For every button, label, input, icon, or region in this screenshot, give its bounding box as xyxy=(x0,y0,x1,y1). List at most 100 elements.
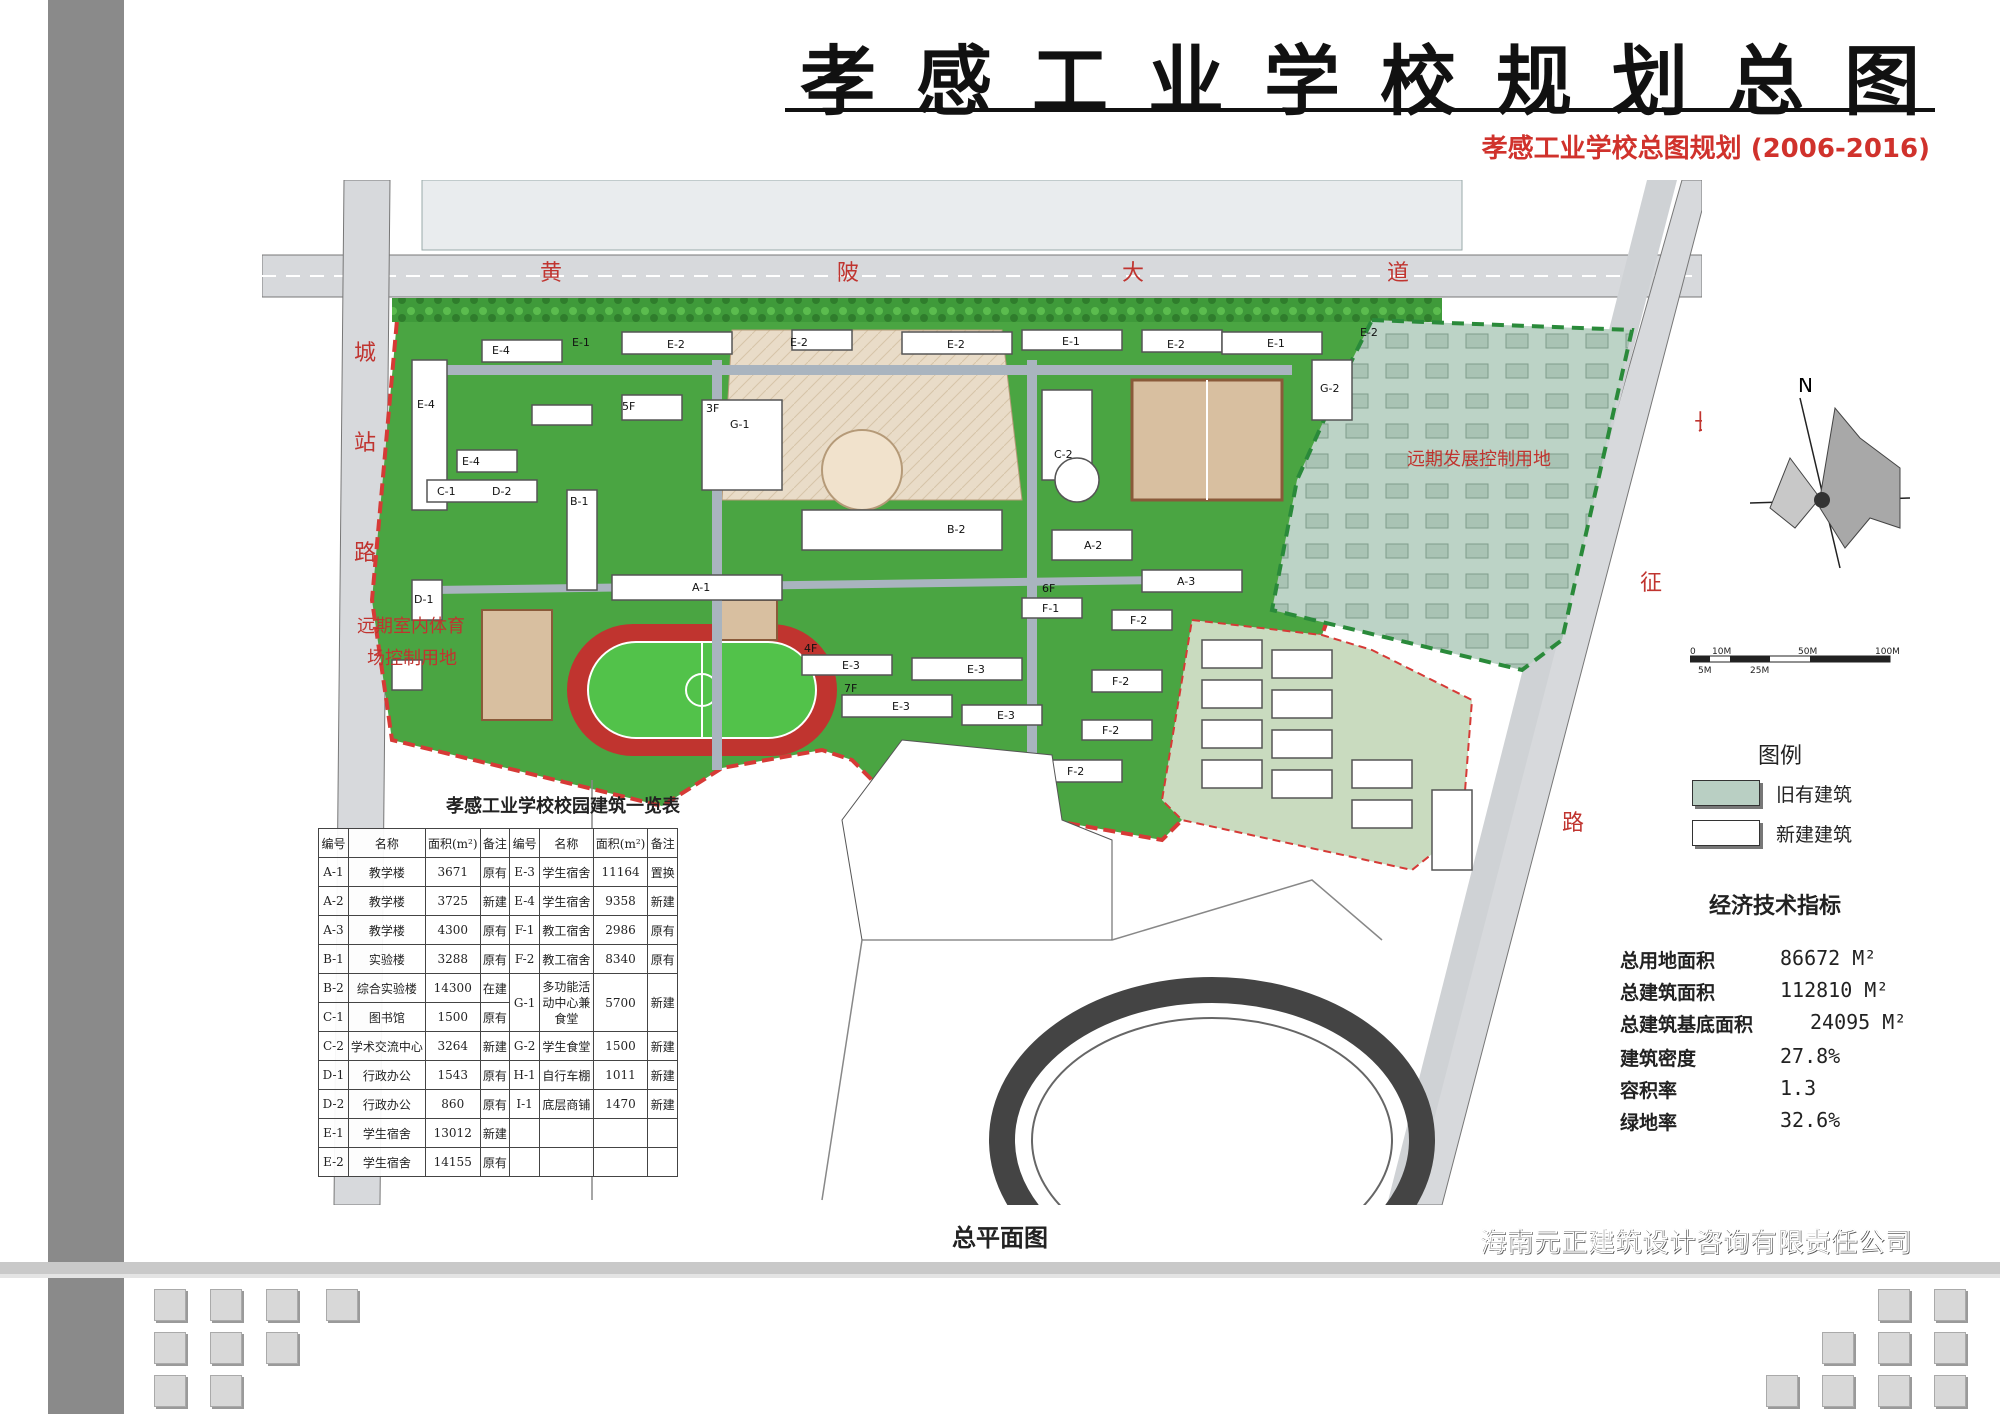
table-cell: E-1 xyxy=(318,1118,349,1148)
legend-swatch-old xyxy=(1692,780,1760,806)
table-cell: 教学楼 xyxy=(347,857,426,887)
table-cell: I-1 xyxy=(509,1089,541,1119)
building-table-panel: 孝感工业学校校园建筑一览表 编号 名称 面积(m²) 备注 编号 名称 面积(m… xyxy=(318,792,680,1177)
table-cell: 学生食堂 xyxy=(539,1031,594,1061)
scale-label-10m: 10M xyxy=(1712,647,1731,657)
table-cell: 9358 xyxy=(592,886,649,916)
legend-item-old: 旧有建筑 xyxy=(1692,780,1932,810)
table-cell: 860 xyxy=(424,1089,481,1119)
bldg-label-e4b: E-4 xyxy=(417,398,435,411)
bldg-label-f2b: F-2 xyxy=(1112,675,1129,688)
road-label-top-3: 大 xyxy=(1122,261,1144,286)
table-cell: G-1 xyxy=(509,973,541,1032)
zone-label-far-development: 远期发展控制用地 xyxy=(1407,449,1551,470)
plan-caption: 总平面图 xyxy=(952,1224,1048,1252)
bldg-label-a2: A-2 xyxy=(1084,539,1102,552)
north-city-blocks xyxy=(421,180,1463,251)
eco-value: 112810 M² xyxy=(1780,978,1889,1002)
bldg-label-d1: D-1 xyxy=(414,593,433,606)
table-cell: 1011 xyxy=(592,1060,649,1090)
table-cell: 新建 xyxy=(647,886,678,916)
table-cell xyxy=(647,1118,678,1148)
building-table-title: 孝感工业学校校园建筑一览表 xyxy=(446,796,680,817)
table-cell: 学术交流中心 xyxy=(347,1031,426,1061)
table-cell: B-2 xyxy=(318,973,349,1003)
road-label-left-2: 站 xyxy=(354,431,376,456)
eco-value: 24095 M² xyxy=(1810,1010,1907,1034)
scale-bar: 0 10M 50M 100M 5M 25M xyxy=(1690,647,1900,676)
table-cell: 新建 xyxy=(647,1031,678,1061)
bldg-label-a3: A-3 xyxy=(1177,575,1195,588)
table-cell: A-2 xyxy=(318,886,349,916)
table-cell xyxy=(509,1147,541,1177)
table-cell: 3725 xyxy=(424,886,481,916)
bldg-label-b2: B-2 xyxy=(947,523,966,536)
bldg-label-e2c: E-2 xyxy=(947,338,965,351)
bldg-floor-5f: 5F xyxy=(622,400,635,413)
eco-key: 容积率 xyxy=(1620,1080,1678,1102)
bottom-frame-band-light xyxy=(0,1274,2000,1278)
table-cell: 图书馆 xyxy=(347,1002,426,1032)
table-cell: F-2 xyxy=(509,944,541,974)
table-header-cell: 备注 xyxy=(479,828,511,858)
scale-label-100m: 100M xyxy=(1875,647,1900,657)
table-cell xyxy=(592,1147,649,1177)
road-label-right-2: 征 xyxy=(1640,571,1662,596)
table-cell: B-1 xyxy=(318,944,349,974)
table-cell: E-3 xyxy=(509,857,541,887)
table-header-cell: 名称 xyxy=(539,828,594,858)
table-cell: D-2 xyxy=(318,1089,349,1119)
south-stadium xyxy=(989,977,1435,1205)
legend-label-old: 旧有建筑 xyxy=(1776,784,1853,806)
table-cell: E-4 xyxy=(509,886,541,916)
bldg-floor-6f: 6F xyxy=(1042,582,1055,595)
table-cell: 11164 xyxy=(592,857,649,887)
table-cell: 实验楼 xyxy=(347,944,426,974)
table-cell: A-1 xyxy=(318,857,349,887)
eco-row-site-area: 总用地面积 86672 M² xyxy=(1620,946,1950,976)
table-cell: 3671 xyxy=(424,857,481,887)
bldg-label-e2d: E-2 xyxy=(1167,338,1185,351)
bldg-label-e4c: E-4 xyxy=(462,455,480,468)
bldg-label-e1c: E-1 xyxy=(1267,337,1285,350)
eco-row-green: 绿地率 32.6% xyxy=(1620,1108,1950,1138)
table-cell: 学生宿舍 xyxy=(539,857,594,887)
table-cell: 原有 xyxy=(647,944,678,974)
bldg-floor-4f: 4F xyxy=(804,642,817,655)
bldg-label-e2e: E-2 xyxy=(1360,326,1378,339)
table-cell: A-3 xyxy=(318,915,349,945)
eco-key: 绿地率 xyxy=(1620,1112,1678,1134)
table-cell: 14155 xyxy=(424,1147,481,1177)
table-cell: 自行车棚 xyxy=(539,1060,594,1090)
table-cell: 5700 xyxy=(592,973,649,1032)
table-cell: C-2 xyxy=(318,1031,349,1061)
table-cell: G-2 xyxy=(509,1031,541,1061)
table-cell: 教学楼 xyxy=(347,915,426,945)
small-courts xyxy=(481,609,553,721)
table-header-cell: 备注 xyxy=(647,828,678,858)
road-label-left-3: 路 xyxy=(354,541,376,566)
table-cell: 3288 xyxy=(424,944,481,974)
bldg-label-c1: C-1 xyxy=(437,485,456,498)
eco-value: 1.3 xyxy=(1780,1076,1817,1100)
table-cell: 1500 xyxy=(424,1002,481,1032)
company-name: 海南元正建筑设计咨询有限责任公司 xyxy=(1480,1228,1913,1259)
table-cell: H-1 xyxy=(509,1060,541,1090)
bldg-label-f2a: F-2 xyxy=(1130,614,1147,627)
table-cell: 底层商铺 xyxy=(539,1089,594,1119)
bottom-frame-band xyxy=(0,1262,2000,1274)
buildings xyxy=(391,329,1473,871)
page-title: 孝感工业学校规划总图 xyxy=(800,37,1960,126)
table-cell: 原有 xyxy=(479,1089,511,1119)
economic-indicators-title: 经济技术指标 xyxy=(1708,894,1841,919)
table-cell: 1543 xyxy=(424,1060,481,1090)
bldg-label-e4a: E-4 xyxy=(492,344,510,357)
bldg-label-e3c: E-3 xyxy=(892,700,910,713)
table-cell: 教学楼 xyxy=(347,886,426,916)
table-cell: 新建 xyxy=(647,1089,678,1119)
